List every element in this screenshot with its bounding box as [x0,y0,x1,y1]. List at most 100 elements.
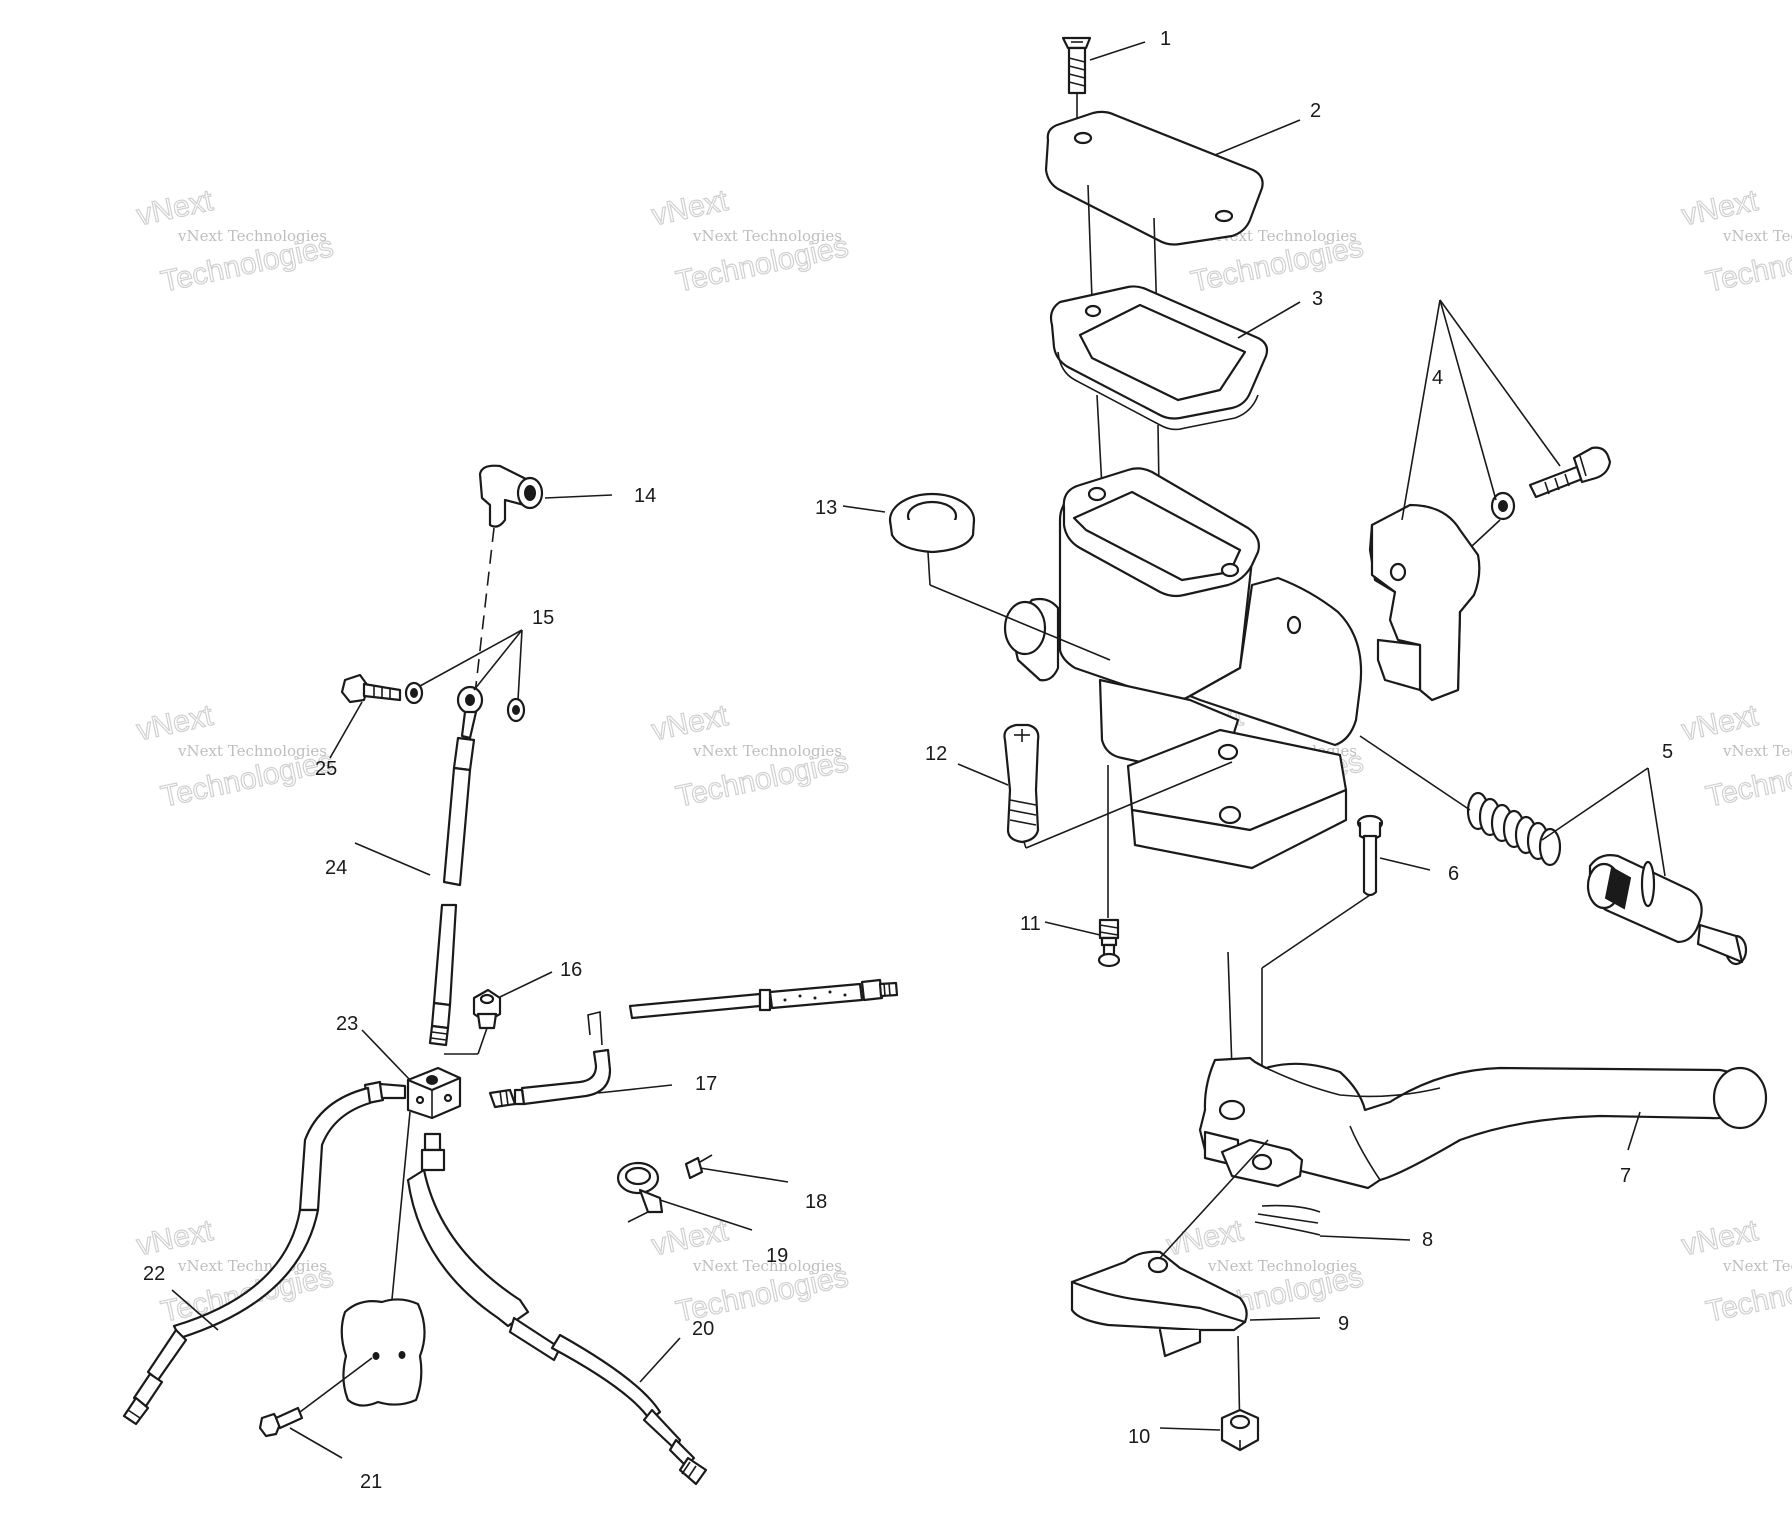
leader-15c [517,629,523,701]
watermark-top: vNext [1679,184,1762,232]
callout-6: 6 [1448,863,1459,885]
leader-4c [1439,299,1561,467]
callout-18: 18 [805,1191,827,1213]
callout-8: 8 [1422,1229,1433,1251]
leader-4b [1439,299,1497,501]
watermark-brand: vNext Technologies [1722,742,1792,760]
watermark-layer: vNext vNext Technologies Technologies vN… [133,183,1792,1329]
watermark-brand: vNext Technologies [692,742,842,760]
part-17-line-upper [587,978,899,1046]
leader-3 [1237,301,1301,339]
callout-16: 16 [560,959,582,981]
part-20-line [406,1132,708,1486]
watermark-top: vNext [1679,699,1762,747]
callout-9: 9 [1338,1313,1349,1335]
watermark-tile: vNext vNext Technologies Technologies [133,183,337,299]
leader-11 [1044,921,1101,936]
part-18-fitting [684,1154,713,1180]
watermark-tile: vNext vNext Technologies Technologies [1678,698,1792,814]
watermark-top: vNext [649,699,732,747]
callout-17: 17 [695,1073,717,1095]
leader-14 [544,494,613,499]
callout-3: 3 [1312,288,1323,310]
part-17-brake-line [488,1048,612,1109]
part-10-nut [1220,1408,1260,1452]
callout-4: 4 [1432,367,1443,389]
part-8-spring [1254,1204,1321,1236]
callout-12: 12 [925,743,947,765]
watermark-top: vNext [134,699,217,747]
part-4-washer [1490,491,1516,521]
watermark-tile: vNext vNext Technologies Technologies [648,183,852,299]
leader-2 [1214,119,1301,156]
part-9-adjuster [1070,1250,1248,1358]
part-15-banjo [456,685,484,740]
part-13-boot [888,492,976,554]
part-19-clamp [616,1161,664,1214]
watermark-top: vNext [649,1214,732,1262]
leader-5b [1647,767,1666,877]
part-4-bolt [1528,446,1612,499]
leader-15a [419,629,523,687]
part-5-spring [1466,791,1562,867]
callout-25: 25 [315,758,337,780]
watermark-brand: vNext Technologies [1207,1257,1357,1275]
part-21-screw [258,1406,304,1438]
leader-9 [1249,1317,1321,1321]
watermark-brand: vNext Technologies [1722,1257,1792,1275]
leader-15b [473,629,523,691]
watermark-brand: vNext Technologies [1207,227,1357,245]
watermark-top: vNext [1164,1214,1247,1262]
leader-18 [699,1167,789,1183]
watermark-tile: vNext vNext Technologies Technologies [133,698,337,814]
watermark-top: vNext [134,1214,217,1262]
leader-4 [1401,299,1441,521]
part-1-cover-screw [1061,36,1092,132]
watermark-tile: vNext vNext Technologies Technologies [1678,183,1792,299]
leader-22 [171,1289,219,1331]
part-2-reservoir-cover [1044,110,1264,246]
leader-8 [1319,1235,1411,1241]
leader-24 [354,842,431,876]
callout-21: 21 [360,1471,382,1493]
watermark-tile: vNext vNext Technologies Technologies [648,698,852,814]
part-7-lever [1198,1056,1768,1190]
watermark-top: vNext [134,184,217,232]
callout-24: 24 [325,857,347,879]
callout-20: 20 [692,1318,714,1340]
part-5-piston [1586,854,1748,966]
callout-15: 15 [532,607,554,629]
part-24-hose [428,736,476,1047]
watermark-tile: vNext vNext Technologies Technologies [1678,1213,1792,1329]
callout-19: 19 [766,1245,788,1267]
watermark-brand: vNext Technologies [177,227,327,245]
part-6-pin [1356,814,1384,897]
callout-10: 10 [1128,1426,1150,1448]
callout-13: 13 [815,497,837,519]
watermark-brand: vNext Technologies [1722,227,1792,245]
part-16-fitting [472,988,502,1030]
callout-5: 5 [1662,741,1673,763]
part-21-bracket [340,1298,426,1407]
part-4-clamp [1368,503,1481,702]
part-23-junction-block [406,1066,462,1120]
leader-21 [289,1427,343,1459]
leader-20 [639,1337,681,1383]
callout-2: 2 [1310,100,1321,122]
leader-13 [842,505,886,513]
part-11-screw [1097,765,1121,968]
leader-16 [499,971,553,998]
part-25-banjo-bolt [340,673,402,704]
watermark-top: vNext [1679,1214,1762,1262]
watermark-tile: vNext vNext Technologies Technologies [648,1213,852,1329]
leader-25 [329,701,363,759]
part-15-washer-a [404,681,424,705]
leader-17 [597,1084,673,1094]
leader-5a [1541,767,1649,841]
callout-11: 11 [1020,913,1041,935]
watermark-brand: vNext Technologies [692,1257,842,1275]
leader-10 [1159,1427,1221,1431]
watermark-brand: vNext Technologies [177,742,327,760]
watermark-brand: vNext Technologies [692,227,842,245]
